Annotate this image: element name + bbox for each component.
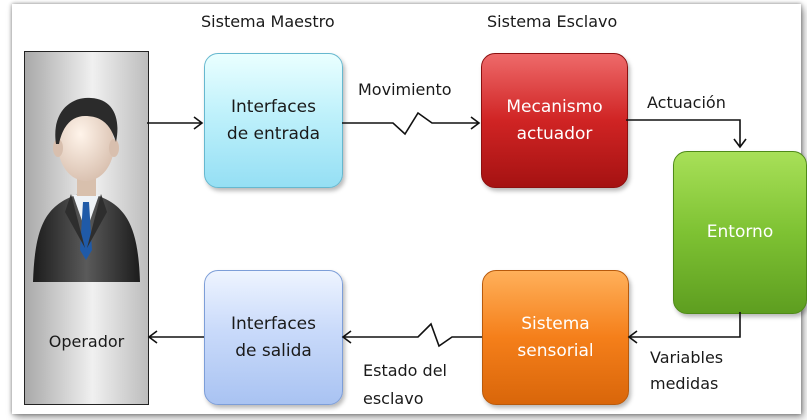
- input-interfaces-label: Interfaces de entrada: [226, 97, 321, 144]
- label-estado-del: Estado del: [363, 361, 447, 380]
- actuator-mechanism-label: Mecanismo actuador: [506, 97, 603, 144]
- environment-label: Entorno: [706, 222, 774, 243]
- heading-master: Sistema Maestro: [201, 12, 335, 31]
- sensor-system-block: Sistema sensorial: [482, 270, 629, 405]
- environment-block: Entorno: [673, 151, 807, 314]
- arrow-measured-variables: [627, 312, 741, 344]
- label-esclavo: esclavo: [363, 389, 424, 408]
- arrow-actuation: [626, 119, 747, 149]
- arrow-movement-link: [342, 111, 481, 136]
- operator-panel: Operador: [24, 51, 149, 405]
- label-medidas: medidas: [650, 374, 719, 393]
- operator-label: Operador: [48, 332, 125, 351]
- operator-person-icon: [33, 97, 140, 282]
- output-interfaces-label: Interfaces de salida: [231, 314, 316, 361]
- arrow-operator-to-input: [147, 116, 204, 130]
- input-interfaces-block: Interfaces de entrada: [204, 53, 343, 188]
- actuator-mechanism-block: Mecanismo actuador: [481, 53, 628, 188]
- sensor-system-label: Sistema sensorial: [517, 314, 594, 361]
- arrow-output-to-operator: [147, 330, 204, 344]
- label-variables: Variables: [650, 348, 724, 367]
- label-actuacion: Actuación: [647, 93, 726, 112]
- arrow-slave-state-link: [341, 322, 482, 348]
- heading-slave: Sistema Esclavo: [487, 12, 618, 31]
- label-movimiento: Movimiento: [358, 80, 452, 99]
